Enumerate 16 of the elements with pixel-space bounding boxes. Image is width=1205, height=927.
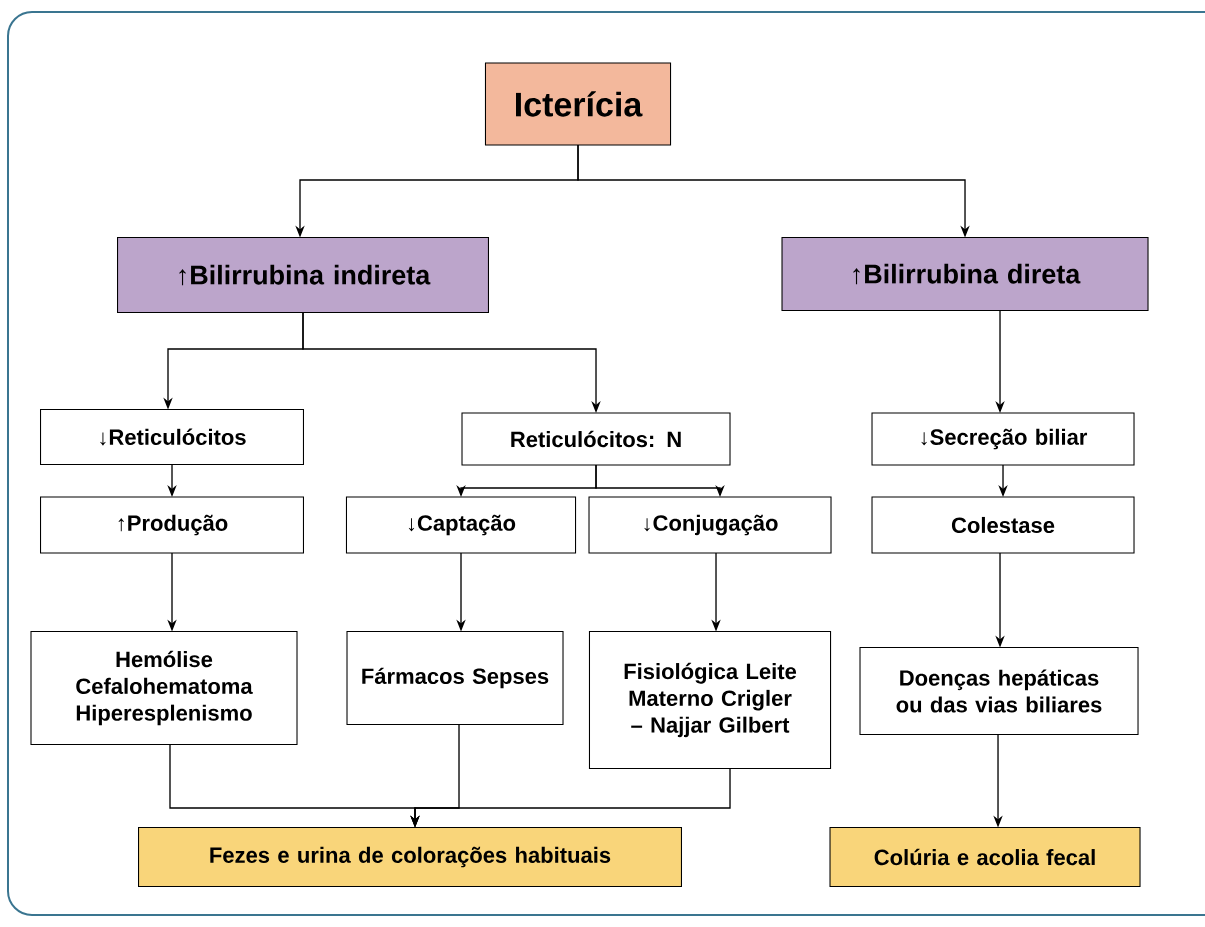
process-box: Reticulócitos: N <box>461 412 731 466</box>
process-box: Doenças hepáticas ou das vias biliares <box>859 647 1139 735</box>
process-box: Fármacos Sepses <box>346 630 564 726</box>
outcome-box: Fezes e urina de colorações habituais <box>138 827 682 887</box>
process-box: Fisiológica Leite Materno Crigler – Najjar Gilbert <box>588 630 832 770</box>
process-box: ↓Captação <box>345 496 577 554</box>
title-box: Icterícia <box>484 62 672 146</box>
process-box: ↓Reticulócitos <box>40 409 304 465</box>
process-box: Hemólise Cefalohematoma Hiperesplenismo <box>30 630 298 746</box>
process-box: ↓Conjugação <box>588 496 832 554</box>
outcome-box: Colúria e acolia fecal <box>829 827 1141 887</box>
process-box: ↓Secreção biliar <box>871 412 1135 466</box>
process-box: ↑Produção <box>40 496 304 554</box>
process-box: Colestase <box>871 496 1135 554</box>
category-box: ↑Bilirrubina indireta <box>117 237 489 313</box>
category-box: ↑Bilirrubina direta <box>781 236 1149 312</box>
